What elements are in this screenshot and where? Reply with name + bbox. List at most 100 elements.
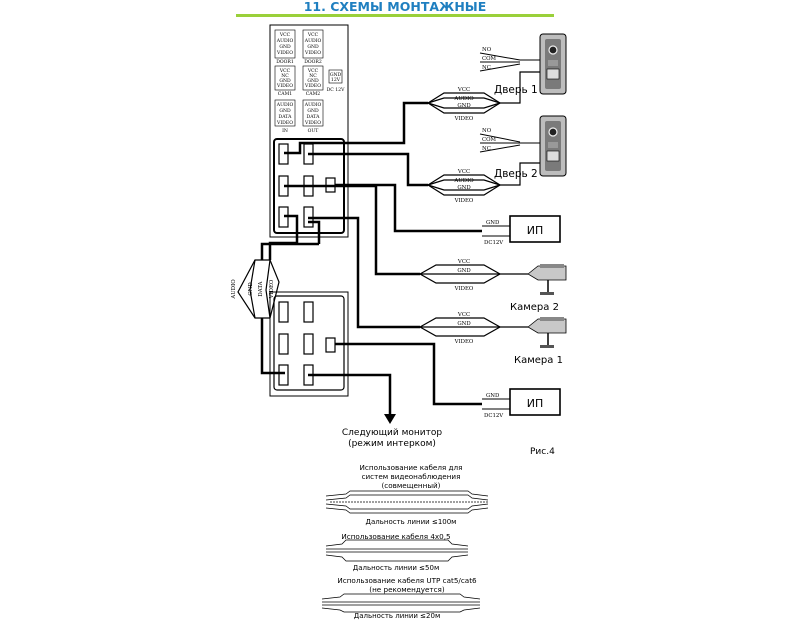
block-out-l3: DATA (307, 114, 321, 120)
door2-relay (479, 133, 540, 153)
d1-wire-audio: AUDIO (453, 96, 474, 102)
block-dc12v: GND 12V DC 12V (327, 69, 346, 93)
bundle-camera1 (418, 317, 528, 337)
door1-relay-com: COM (482, 56, 497, 62)
block-dc-l1: GND (330, 72, 342, 78)
bundle-link-labels: AUDIO GND DATA VIDEO (231, 279, 275, 300)
link-wire-data: DATA (258, 281, 264, 296)
d2-wire-video: VIDEO (454, 198, 474, 204)
block-dc-l2: 12V (331, 77, 341, 83)
door2-relay-nc: NC (482, 146, 491, 152)
block-in-l1: AUDIO (276, 102, 294, 108)
cable3-range: Дальность линии ≤20м (354, 612, 440, 620)
block-door1-l3: GND (279, 44, 291, 50)
block-out-l2: GND (307, 108, 319, 114)
psu2-wire-dc: DC12V (484, 413, 503, 419)
block-cam2-l4: VIDEO (304, 83, 321, 89)
next-monitor-arrow (384, 414, 396, 424)
block-cam2: VCC NC GND VIDEO CAM2 (302, 65, 324, 97)
block-cam2-l1: VCC (307, 68, 319, 74)
next-monitor-line2: (режим интерком) (348, 439, 436, 449)
cable1-title-2: систем видеонаблюдения (362, 472, 461, 481)
camera-1: Камера 1 (514, 317, 567, 366)
cable2-range: Дальность линии ≤50м (353, 564, 439, 572)
block-in-l3: DATA (279, 114, 293, 120)
c2-wire-video: VIDEO (454, 286, 474, 292)
block-door2-l1: VCC (307, 32, 319, 38)
bundle-door1 (426, 71, 540, 114)
psu-1: ИП GND DC12V (482, 215, 561, 246)
block-door1-l1: VCC (279, 32, 291, 38)
block-door1-caption: DOOR1 (276, 59, 294, 65)
bundle-door2 (426, 162, 540, 196)
page-title: 11. СХЕМЫ МОНТАЖНЫЕ (303, 0, 487, 14)
d2-wire-audio: AUDIO (453, 178, 474, 184)
cable2-title: Использование кабеля 4х0,5 (341, 532, 450, 541)
block-in: AUDIO GND DATA VIDEO IN (274, 99, 296, 134)
door1-relay-no: NO (482, 47, 492, 53)
psu1-label: ИП (527, 224, 544, 237)
bundle-camera2-labels: VCC GND VIDEO (454, 259, 474, 292)
door1-relay (479, 52, 540, 72)
c1-wire-vcc: VCC (457, 312, 470, 318)
block-in-l4: VIDEO (276, 120, 293, 126)
psu1-wire-gnd: GND (486, 220, 500, 226)
block-door1-l2: AUDIO (276, 38, 294, 44)
camera2-label: Камера 2 (510, 302, 559, 313)
block-out: AUDIO GND DATA VIDEO OUT (302, 99, 324, 134)
door2-relay-com: COM (482, 137, 497, 143)
d1-wire-vcc: VCC (457, 87, 470, 93)
camera-2: Камера 2 (510, 264, 567, 313)
link-wire-audio: AUDIO (231, 279, 237, 300)
bundle-camera2 (418, 264, 528, 284)
d2-wire-gnd: GND (457, 185, 471, 191)
link-wire-video: VIDEO (269, 279, 275, 299)
c2-wire-vcc: VCC (457, 259, 470, 265)
door-station-1 (539, 33, 567, 95)
block-door1: VCC AUDIO GND VIDEO DOOR1 (274, 29, 296, 65)
block-door2-caption: DOOR2 (304, 59, 322, 65)
block-in-caption: IN (282, 128, 288, 134)
d1-wire-gnd: GND (457, 103, 471, 109)
block-cam1: VCC NC GND VIDEO CAM1 (274, 65, 296, 97)
bundle-door2-labels: VCC AUDIO GND VIDEO (453, 169, 474, 204)
door2-relay-no: NO (482, 128, 492, 134)
d1-wire-video: VIDEO (454, 116, 474, 122)
cable-usage-1: Использование кабеля для систем видеонаб… (325, 463, 489, 526)
c1-wire-gnd: GND (457, 321, 471, 327)
link-wire-gnd: GND (248, 282, 254, 296)
door2-label: Дверь 2 (494, 168, 538, 180)
cable-usage-3: Использование кабеля UTP cat5/cat6 (не р… (321, 576, 481, 620)
block-cam1-l2: NC (281, 73, 289, 79)
cable3-title-1: Использование кабеля UTP cat5/cat6 (337, 576, 477, 585)
door1-relay-nc: NC (482, 65, 491, 71)
camera1-label: Камера 1 (514, 355, 563, 366)
psu-2: ИП GND DC12V (482, 388, 561, 419)
block-cam1-l3: GND (279, 78, 291, 84)
cable3-title-2: (не рекомендуется) (369, 585, 445, 594)
cable1-range: Дальность линии ≤100м (366, 518, 457, 526)
cable1-title-3: (совмещенный) (382, 481, 441, 490)
block-cam1-l1: VCC (279, 68, 291, 74)
block-door2-l2: AUDIO (304, 38, 322, 44)
block-dc-caption: DC 12V (327, 87, 346, 93)
psu2-label: ИП (527, 397, 544, 410)
wiring (260, 101, 482, 416)
door1-label: Дверь 1 (494, 84, 538, 96)
block-in-l2: GND (279, 108, 291, 114)
block-door2: VCC AUDIO GND VIDEO DOOR2 (302, 29, 324, 65)
title-underline (236, 14, 554, 17)
c2-wire-gnd: GND (457, 268, 471, 274)
cable1-title-1: Использование кабеля для (360, 463, 463, 472)
cable-usage-2: Использование кабеля 4х0,5 Дальность лин… (325, 532, 469, 572)
block-out-l1: AUDIO (304, 102, 322, 108)
monitor-top: VCC AUDIO GND VIDEO DOOR1 VCC AUDIO GND … (269, 24, 349, 238)
block-door2-l4: VIDEO (304, 50, 321, 56)
bundle-camera1-labels: VCC GND VIDEO (454, 312, 474, 345)
psu2-wire-gnd: GND (486, 393, 500, 399)
block-cam2-l3: GND (307, 78, 319, 84)
d2-wire-vcc: VCC (457, 169, 470, 175)
block-cam1-l4: VIDEO (276, 83, 293, 89)
next-monitor-line1: Следующий монитор (342, 428, 443, 438)
